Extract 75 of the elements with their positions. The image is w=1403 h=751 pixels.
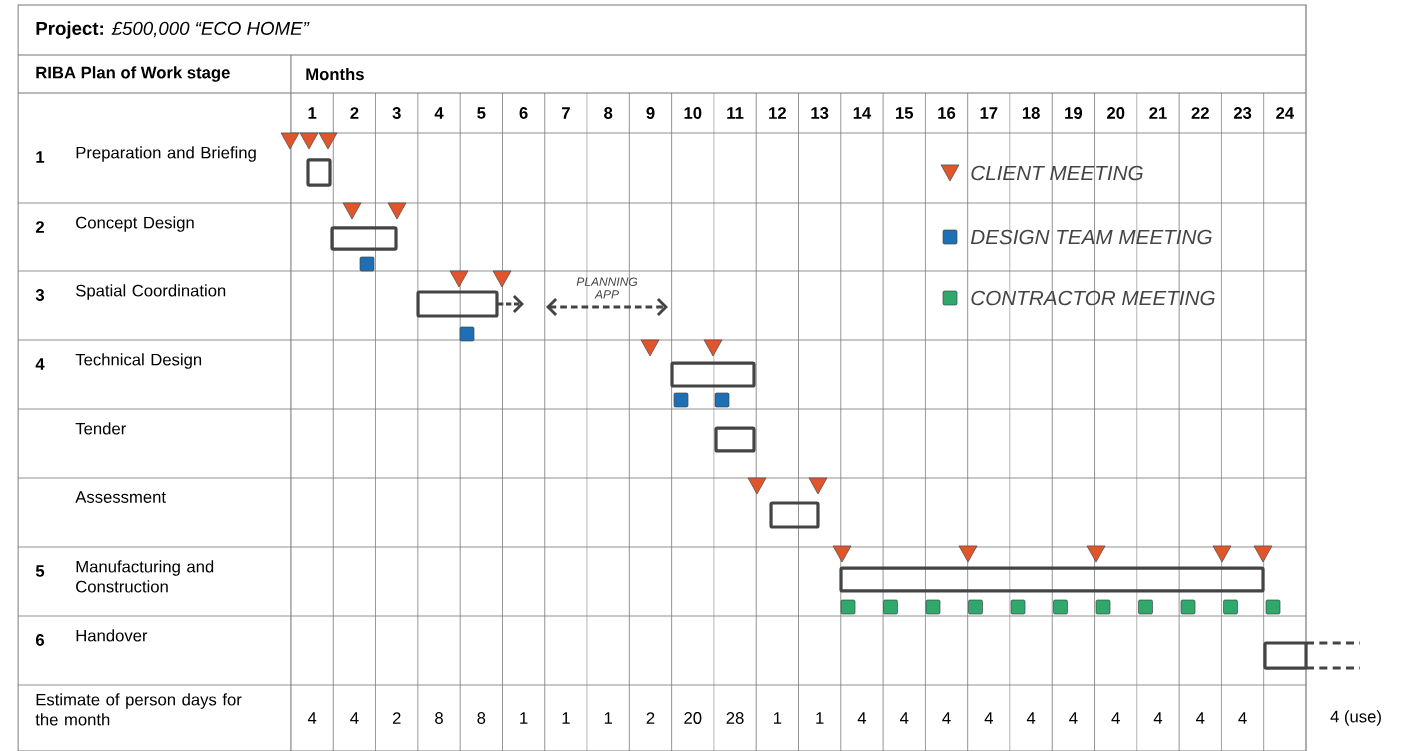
task-bar [670, 361, 756, 388]
header-text: Months [306, 67, 364, 81]
task-bar [1263, 641, 1360, 670]
planning-note: PLANNING APP [576, 277, 638, 299]
stage-name: Tender [75, 422, 126, 435]
estimate-value: 4 [1238, 712, 1247, 724]
estimate-value: 1 [562, 712, 570, 724]
stage-number: 6 [36, 634, 45, 646]
month-number: 20 [1107, 107, 1125, 119]
month-number: 7 [562, 107, 570, 119]
month-number: 8 [604, 107, 613, 119]
month-number: 1 [308, 107, 317, 119]
estimate-value: 28 [726, 712, 744, 724]
estimate-value: 4 [900, 712, 909, 724]
estimate-value: 4 [857, 712, 867, 724]
stage-name: Technical Design [75, 353, 202, 369]
estimate-value: 1 [520, 712, 528, 724]
task-bar [306, 158, 332, 187]
estimate-value: 4 [350, 712, 359, 724]
stage-number: 5 [35, 565, 45, 577]
row-heading: Estimate of person days for the month [35, 693, 242, 726]
month-number: 4 [434, 107, 444, 119]
month-number: 14 [853, 107, 872, 119]
estimate-value: 4 [942, 712, 951, 724]
estimate-value: 4 [1026, 712, 1036, 724]
month-number: 10 [684, 107, 702, 119]
stage-name: Preparation and Briefing [76, 146, 256, 162]
month-number: 11 [727, 107, 744, 119]
month-number: 22 [1191, 107, 1209, 119]
stage-name: Concept Design [76, 216, 194, 232]
month-number: 17 [980, 107, 998, 119]
estimate-value: 8 [435, 712, 443, 724]
estimate-value: 4 [1069, 712, 1078, 724]
estimate-value: 1 [816, 712, 824, 724]
month-number: 9 [646, 107, 655, 119]
estimate-value: 20 [684, 712, 702, 724]
estimate-value: 2 [646, 712, 655, 724]
estimate-value: 4 [1111, 712, 1120, 724]
estimate-value: 1 [774, 712, 782, 724]
month-number: 16 [938, 107, 956, 119]
estimate-value: 2 [392, 712, 401, 724]
title: Project: £500,000 “ECO HOME” [36, 21, 310, 39]
stage-name: Assessment [75, 491, 166, 503]
stage-number: 4 [35, 358, 45, 370]
estimate-value: 4 [1153, 712, 1163, 724]
stage-number: 3 [35, 289, 45, 301]
estimate-value: 4 [307, 712, 317, 724]
header-text: RIBA Plan of Work stage [36, 66, 230, 82]
month-number: 5 [477, 107, 486, 119]
month-number: 23 [1233, 107, 1252, 119]
stage-name: Spatial Coordination [76, 284, 226, 300]
month-number: 3 [392, 107, 401, 119]
month-number: 15 [896, 107, 914, 119]
stage-name: Manufacturing and Construction [76, 560, 214, 593]
estimate-value: 4 [984, 712, 993, 724]
month-number: 2 [350, 107, 359, 119]
month-number: 19 [1065, 107, 1083, 119]
month-number: 6 [519, 107, 528, 119]
month-number: 24 [1276, 107, 1295, 119]
month-number: 21 [1149, 107, 1167, 119]
task-bar [330, 226, 398, 251]
estimate-value: 1 [604, 712, 612, 724]
month-number: 13 [811, 107, 829, 119]
stage-name: Handover [76, 629, 148, 642]
task-bar [416, 290, 499, 318]
task-bar [839, 566, 1265, 593]
estimate-value: 4 [1196, 712, 1205, 724]
estimate-value: 4 (use) [1330, 710, 1381, 726]
month-number: 12 [769, 107, 786, 119]
estimate-value: 8 [477, 712, 486, 724]
stage-number: 2 [35, 221, 44, 233]
task-bar [714, 426, 756, 453]
task-bar [769, 501, 820, 529]
stage-number: 1 [36, 151, 45, 163]
month-number: 18 [1022, 107, 1040, 119]
